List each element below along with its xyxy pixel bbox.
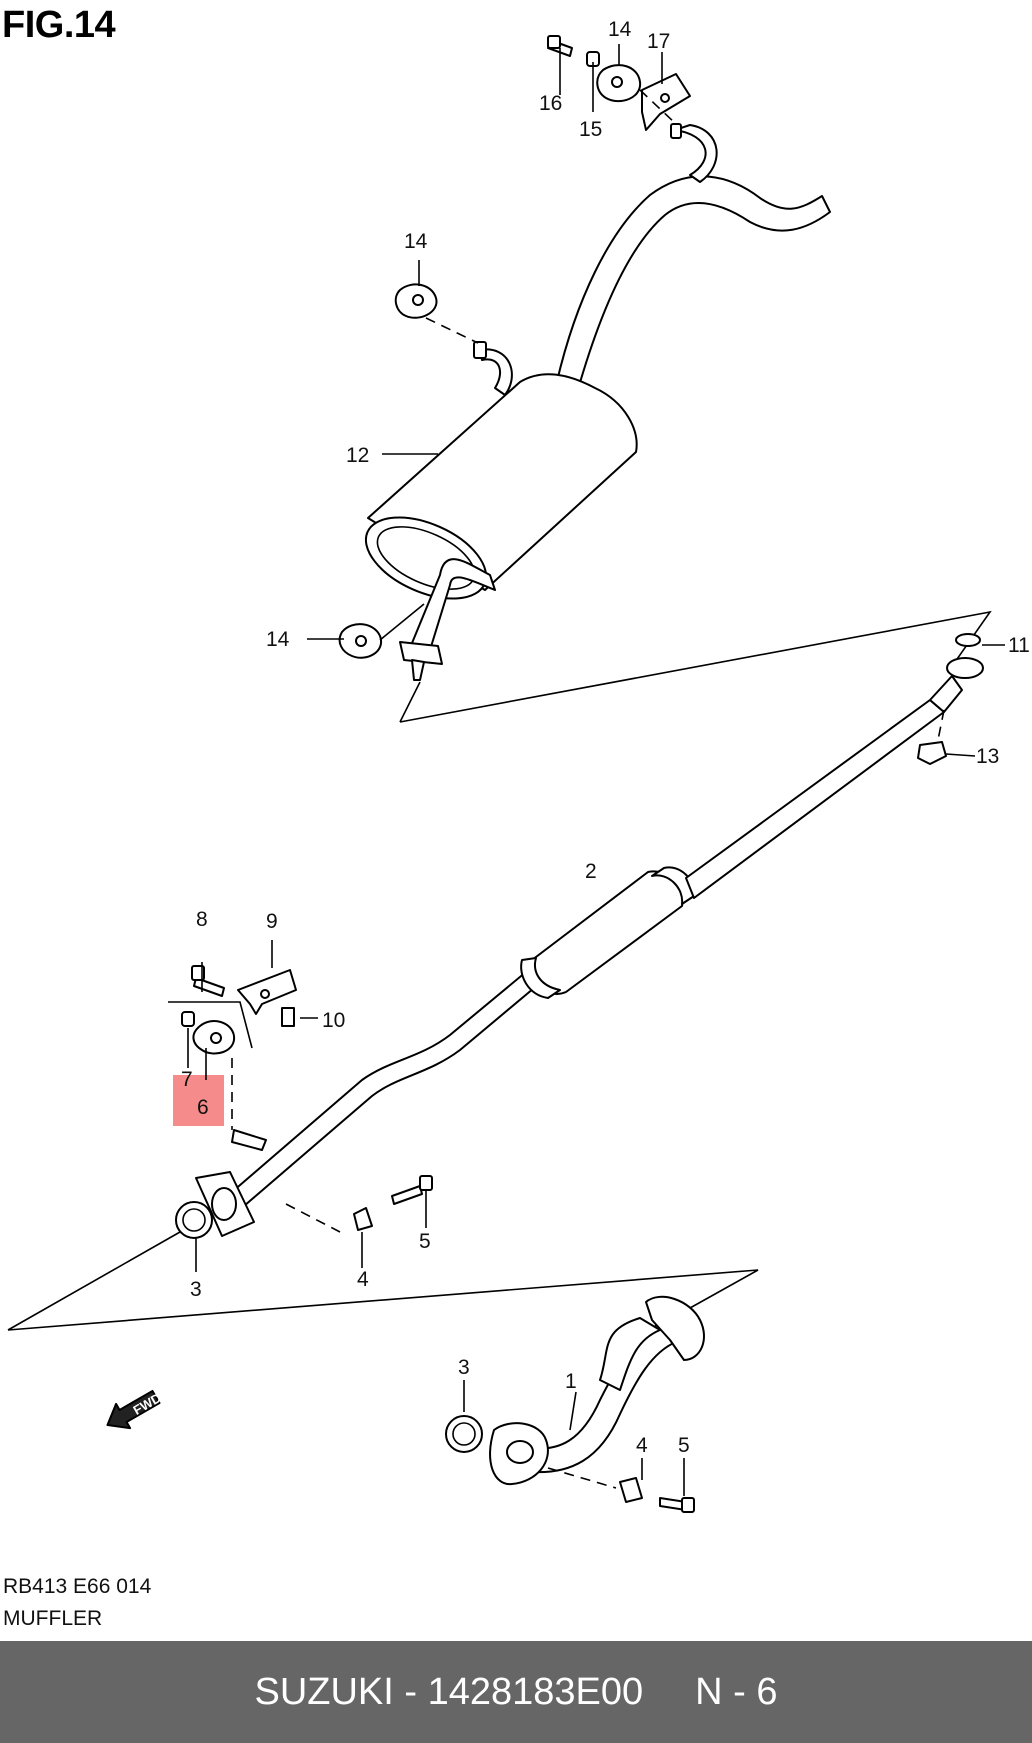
figure-title: FIG.14	[2, 4, 116, 46]
section-line-top	[399, 610, 992, 723]
label-4: 4	[357, 1268, 369, 1291]
label-4b: 4	[636, 1434, 648, 1457]
front-pipe-outlet-flange	[645, 1295, 705, 1361]
label-2: 2	[585, 860, 597, 883]
label-8: 8	[196, 908, 208, 931]
hanger-rod-muffler	[479, 348, 513, 396]
gasket-3	[175, 1201, 213, 1239]
diagram-caption: MUFFLER	[3, 1607, 103, 1630]
footer-page: N - 6	[695, 1670, 778, 1713]
label-5: 5	[419, 1230, 431, 1253]
flange-11-ring	[946, 657, 984, 679]
spring-4	[353, 1207, 373, 1231]
rubber-hanger-14-mid	[394, 283, 438, 319]
label-17: 17	[647, 30, 670, 53]
label-14-mid: 14	[404, 230, 428, 253]
footer-part-number: SUZUKI - 1428183E00	[254, 1670, 644, 1713]
gasket-3b	[445, 1415, 483, 1453]
rubber-hanger-6	[192, 1020, 236, 1055]
label-14-top: 14	[608, 18, 632, 41]
section-line-bottom	[7, 1269, 759, 1331]
front-pipe	[527, 1319, 677, 1474]
muffler-flange	[399, 641, 443, 665]
label-6: 6	[197, 1096, 209, 1119]
label-1: 1	[565, 1370, 577, 1393]
highlight-box	[173, 1075, 224, 1126]
label-16: 16	[539, 92, 562, 115]
bolt-5	[391, 1185, 423, 1205]
tailpipe	[554, 175, 831, 401]
hanger-rod-center	[231, 1129, 267, 1151]
exploded-parts-diagram: FWD 14 17 16 15 14 12 14 11 13 2 8 9 10 …	[7, 18, 1030, 1513]
front-pipe-downstream	[685, 699, 945, 899]
rubber-hanger-14-low	[338, 623, 383, 659]
hanger-rod-top	[674, 124, 718, 183]
label-11: 11	[1008, 634, 1030, 657]
label-10: 10	[322, 1009, 345, 1032]
center-pipe	[231, 961, 547, 1207]
bolt-10	[281, 1007, 295, 1027]
spring-4b	[619, 1477, 643, 1503]
catalyst-body	[530, 870, 684, 995]
label-5b: 5	[678, 1434, 690, 1457]
collar-7	[181, 1011, 195, 1027]
nut-13	[917, 741, 947, 765]
label-3b: 3	[458, 1356, 470, 1379]
label-3: 3	[190, 1278, 202, 1301]
fwd-arrow: FWD	[106, 1389, 164, 1430]
gasket-11	[955, 633, 981, 647]
label-9: 9	[266, 910, 278, 933]
label-12: 12	[346, 444, 369, 467]
footer-bar: SUZUKI - 1428183E00 N - 6	[0, 1641, 1032, 1743]
fwd-label: FWD	[130, 1390, 163, 1418]
label-15: 15	[579, 118, 602, 141]
label-13: 13	[976, 745, 999, 768]
label-7: 7	[181, 1068, 193, 1091]
diagram-code: RB413 E66 014	[3, 1575, 152, 1598]
muffler-inlet-pipe	[409, 558, 496, 651]
label-14-low: 14	[266, 628, 290, 651]
hanger-rod-top-end	[670, 123, 682, 139]
rubber-hanger-14-top	[596, 64, 642, 103]
